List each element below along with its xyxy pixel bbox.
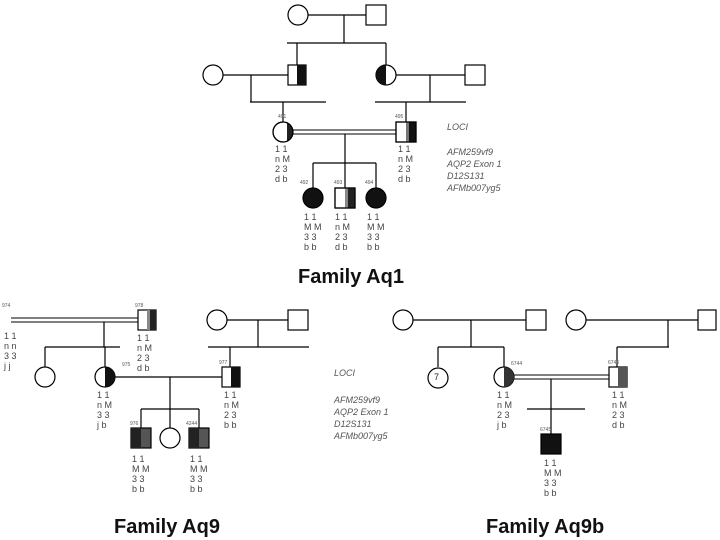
f2-genotype-976: 1 1 M M 3 3 b b xyxy=(132,454,150,494)
f2-id-977: 977 xyxy=(219,360,228,366)
f1-id-493: 493 xyxy=(334,180,343,186)
f2-locus-4: AFMb007yg5 xyxy=(334,431,388,441)
f1-gen1-male xyxy=(365,4,387,26)
f3-gen1-female xyxy=(392,309,414,331)
f3-family-title: Family Aq9b xyxy=(486,516,605,538)
f1-genotype-491: 1 1 n M 2 3 d b xyxy=(275,144,291,184)
f3-sibship-count: 7 xyxy=(434,372,440,382)
f1-id-495: 495 xyxy=(395,114,404,120)
f1-id-494: 494 xyxy=(365,180,374,186)
f2-loci-header: LOCI xyxy=(334,368,356,378)
f2-genotype-4244: 1 1 M M 3 3 b b xyxy=(190,454,208,494)
f1-gen1-female xyxy=(287,4,309,26)
f2-locus-1: AFM259vf9 xyxy=(334,395,381,405)
f1-gen4-affected-female-494 xyxy=(365,187,387,209)
f3-gen1-spouse-female xyxy=(565,309,587,331)
f2-id-978: 978 xyxy=(135,303,144,309)
f1-loci-list: AFM259vf9 AQP2 Exon 1 D12S131 AFMb007yg5 xyxy=(447,146,502,194)
f1-gen2-spouse-female xyxy=(202,64,224,86)
f1-locus-3: D12S131 xyxy=(447,171,485,181)
f1-family-title: Family Aq1 xyxy=(298,266,404,288)
f2-id-975: 975 xyxy=(122,362,131,368)
f1-gen4-affected-female-492 xyxy=(302,187,324,209)
f3-id-6744: 6744 xyxy=(511,361,523,367)
f3-id-6746: 6746 xyxy=(608,360,620,366)
f3-genotype-6746: 1 1 n M 2 3 d b xyxy=(612,390,628,430)
f3-gen1-male xyxy=(525,309,547,331)
f1-genotype-493: 1 1 n M 2 3 d b xyxy=(335,212,351,252)
f2-genotype-977: 1 1 n M 2 3 b b xyxy=(224,390,240,430)
f1-id-491: 491 xyxy=(278,114,287,120)
f2-locus-2: AQP2 Exon 1 xyxy=(334,407,389,417)
f1-locus-2: AQP2 Exon 1 xyxy=(447,159,502,169)
f2-spouse-female xyxy=(206,309,228,331)
f1-locus-4: AFMb007yg5 xyxy=(447,183,501,193)
f3-id-6745: 6745 xyxy=(540,427,552,433)
f1-id-492: 492 xyxy=(300,180,309,186)
f3-gen1-spouse-male xyxy=(697,309,717,331)
f1-loci-header: LOCI xyxy=(447,122,469,132)
f2-unaffected-female xyxy=(159,427,181,449)
f2-genotype-978: 1 1 n M 2 3 d b xyxy=(137,333,153,373)
f1-genotype-494: 1 1 M M 3 3 b b xyxy=(367,212,385,252)
f3-genotype-6744: 1 1 n M 2 3 j b xyxy=(497,390,513,430)
f1-genotype-495: 1 1 n M 2 3 d b xyxy=(398,144,414,184)
f2-loci-list: AFM259vf9 AQP2 Exon 1 D12S131 AFMb007yg5 xyxy=(334,394,389,442)
f2-id-976: 976 xyxy=(130,421,139,427)
f3-genotype-6745: 1 1 M M 3 3 b b xyxy=(544,458,562,498)
f2-spouse-male xyxy=(287,309,309,331)
f1-locus-1: AFM259vf9 xyxy=(447,147,494,157)
f1-genotype-492: 1 1 M M 3 3 b b xyxy=(304,212,322,252)
f2-id-974: 974 xyxy=(2,303,11,309)
f2-family-title: Family Aq9 xyxy=(114,516,220,538)
f1-gen2-spouse-male xyxy=(464,64,486,86)
f3-sibship-circle xyxy=(427,367,449,389)
f2-id-4244: 4244 xyxy=(186,421,198,427)
f2-sib-female xyxy=(34,366,56,388)
f2-locus-3: D12S131 xyxy=(334,419,372,429)
f3-affected-male-6745 xyxy=(540,433,562,455)
f2-genotype-974: 1 1 n n 3 3 j j xyxy=(4,331,17,371)
f2-genotype-975: 1 1 n M 3 3 j b xyxy=(97,390,113,430)
